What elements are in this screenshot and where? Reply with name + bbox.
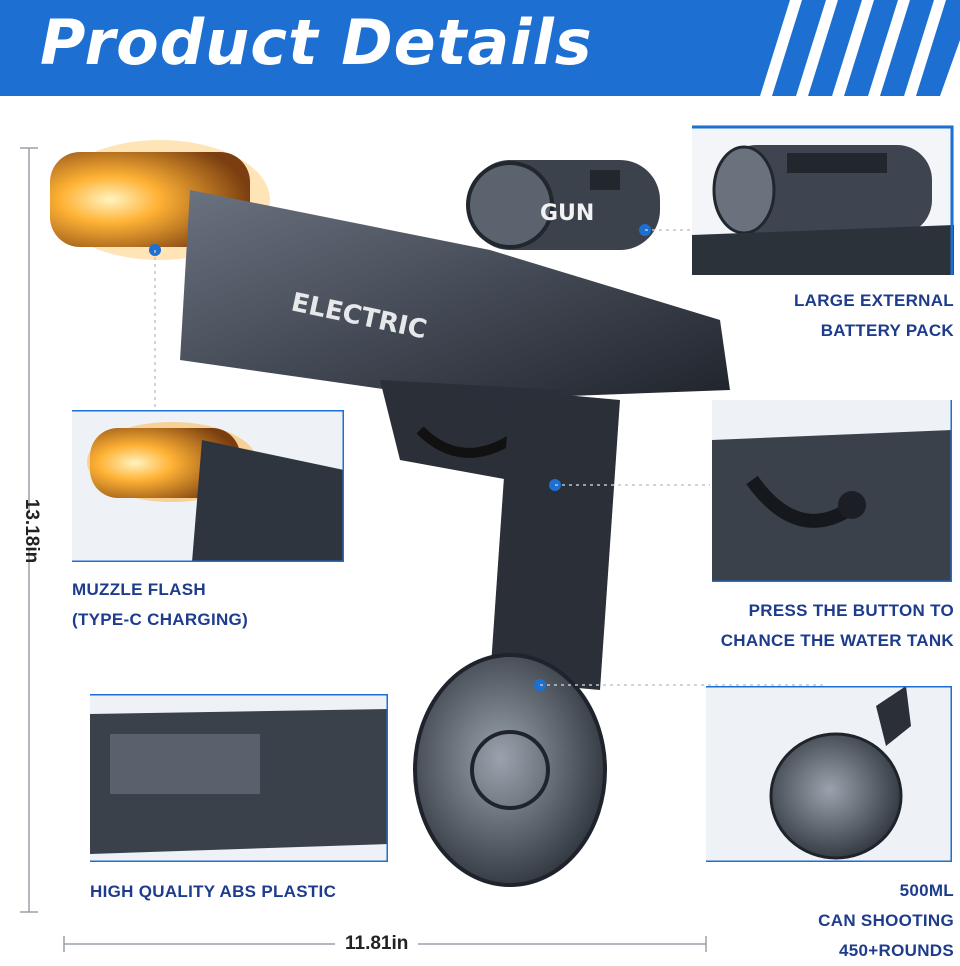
inset-plastic [90, 692, 390, 864]
scope-text: GUN [540, 201, 594, 226]
label-muzzle: MUZZLE FLASH (TYPE-C CHARGING) [72, 580, 249, 629]
drum-tank-icon [706, 684, 954, 864]
inset-muzzle [72, 408, 346, 564]
release-button-icon [712, 400, 954, 584]
label-plastic: HIGH QUALITY ABS PLASTIC [90, 882, 337, 901]
label-tank: 500ML CAN SHOOTING 450+ROUNDS [818, 881, 954, 960]
main-product-image: ELECTRIC GUN [50, 140, 730, 887]
inset-button [712, 400, 954, 584]
muzzle-flash-icon [72, 408, 346, 564]
label-battery: LARGE EXTERNAL BATTERY PACK [793, 291, 954, 340]
battery-scope-icon [692, 125, 954, 275]
page-title: Product Details [40, 6, 593, 79]
banner-shape [0, 0, 960, 96]
width-label: 11.81in [335, 933, 419, 955]
header-banner: Product Details [0, 0, 960, 96]
abs-plastic-image [90, 692, 390, 864]
inset-tank [706, 684, 954, 864]
height-label: 13.18in [21, 498, 42, 564]
inset-battery [692, 125, 954, 275]
label-button: PRESS THE BUTTON TO CHANCE THE WATER TAN… [720, 601, 954, 650]
height-label-bg [14, 510, 44, 550]
